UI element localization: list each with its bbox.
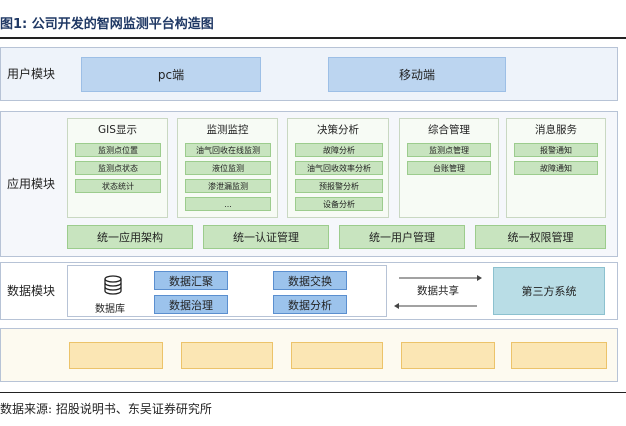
gis-item: 监测点位置 bbox=[75, 143, 161, 157]
group-decision: 决策分析 故障分析 油气回收效率分析 预报警分析 设备分析 bbox=[287, 118, 389, 218]
data-layer: 数据模块 数据库 数据汇聚 数据交换 数据治理 数据分析 数据共享 第三方系统 bbox=[0, 262, 618, 320]
monitor-item: 渗泄漏监测 bbox=[185, 179, 271, 193]
collection-layer-label bbox=[1, 329, 61, 381]
group-gis: GIS显示 监测点位置 监测点状态 状态统计 bbox=[67, 118, 168, 218]
mobile-client-box: 移动端 bbox=[328, 57, 506, 92]
manage-item: 监测点管理 bbox=[407, 143, 491, 157]
data-share-arrows bbox=[394, 275, 482, 309]
decision-item: 故障分析 bbox=[295, 143, 383, 157]
manage-item: 台账管理 bbox=[407, 161, 491, 175]
message-item: 报警通知 bbox=[514, 143, 598, 157]
database-label: 数据库 bbox=[95, 304, 125, 315]
unified-permission-management: 统一权限管理 bbox=[475, 225, 606, 249]
source-note: 数据来源: 招股说明书、东吴证券研究所 bbox=[0, 402, 212, 416]
user-layer-label: 用户模块 bbox=[6, 66, 55, 81]
decision-item: 油气回收效率分析 bbox=[295, 161, 383, 175]
group-message-title: 消息服务 bbox=[535, 124, 577, 136]
data-governance-box: 数据治理 bbox=[154, 295, 228, 314]
user-layer: 用户模块 pc端 移动端 bbox=[0, 47, 618, 101]
group-manage: 综合管理 监测点管理 台账管理 bbox=[399, 118, 499, 218]
unified-auth-management: 统一认证管理 bbox=[203, 225, 329, 249]
app-layer: 应用模块 GIS显示 监测点位置 监测点状态 状态统计 监测监控 油气回收在线监… bbox=[0, 111, 618, 257]
data-aggregation-box: 数据汇聚 bbox=[154, 271, 228, 290]
unified-user-management: 统一用户管理 bbox=[339, 225, 465, 249]
monitor-item: 液位监测 bbox=[185, 161, 271, 175]
collection-layer bbox=[0, 328, 618, 382]
station-leak-system bbox=[401, 342, 495, 369]
level-measurement-system bbox=[291, 342, 383, 369]
group-gis-title: GIS显示 bbox=[98, 124, 137, 136]
pc-client-box: pc端 bbox=[81, 57, 261, 92]
message-item: 故障通知 bbox=[514, 161, 598, 175]
third-party-system-box: 第三方系统 bbox=[493, 267, 605, 315]
decision-item: 设备分析 bbox=[295, 197, 383, 211]
figure-title: 图1: 公司开发的智网监测平台构造图 bbox=[0, 17, 214, 32]
decision-item: 预报警分析 bbox=[295, 179, 383, 193]
group-monitor-title: 监测监控 bbox=[206, 124, 249, 136]
group-message: 消息服务 报警通知 故障通知 bbox=[506, 118, 606, 218]
group-decision-title: 决策分析 bbox=[317, 124, 359, 136]
data-share-label: 数据共享 bbox=[417, 285, 459, 297]
depot-online-monitor-system bbox=[511, 342, 607, 369]
app-layer-label: 应用模块 bbox=[6, 176, 55, 191]
monitor-item: 油气回收在线监测 bbox=[185, 143, 271, 157]
monitor-item: ... bbox=[185, 197, 271, 211]
gis-item: 监测点状态 bbox=[75, 161, 161, 175]
gis-item: 状态统计 bbox=[75, 179, 161, 193]
data-core-panel: 数据库 数据汇聚 数据交换 数据治理 数据分析 bbox=[67, 265, 387, 317]
data-exchange-box: 数据交换 bbox=[273, 271, 347, 290]
bottom-divider bbox=[0, 392, 626, 393]
data-layer-label: 数据模块 bbox=[6, 283, 55, 298]
group-manage-title: 综合管理 bbox=[428, 124, 470, 136]
data-analysis-box: 数据分析 bbox=[273, 295, 347, 314]
unified-app-architecture: 统一应用架构 bbox=[67, 225, 193, 249]
top-divider bbox=[0, 37, 626, 39]
station-online-monitor-system bbox=[69, 342, 163, 369]
vapor-processing-system bbox=[181, 342, 273, 369]
group-monitor: 监测监控 油气回收在线监测 液位监测 渗泄漏监测 ... bbox=[177, 118, 278, 218]
database-icon bbox=[104, 275, 122, 295]
